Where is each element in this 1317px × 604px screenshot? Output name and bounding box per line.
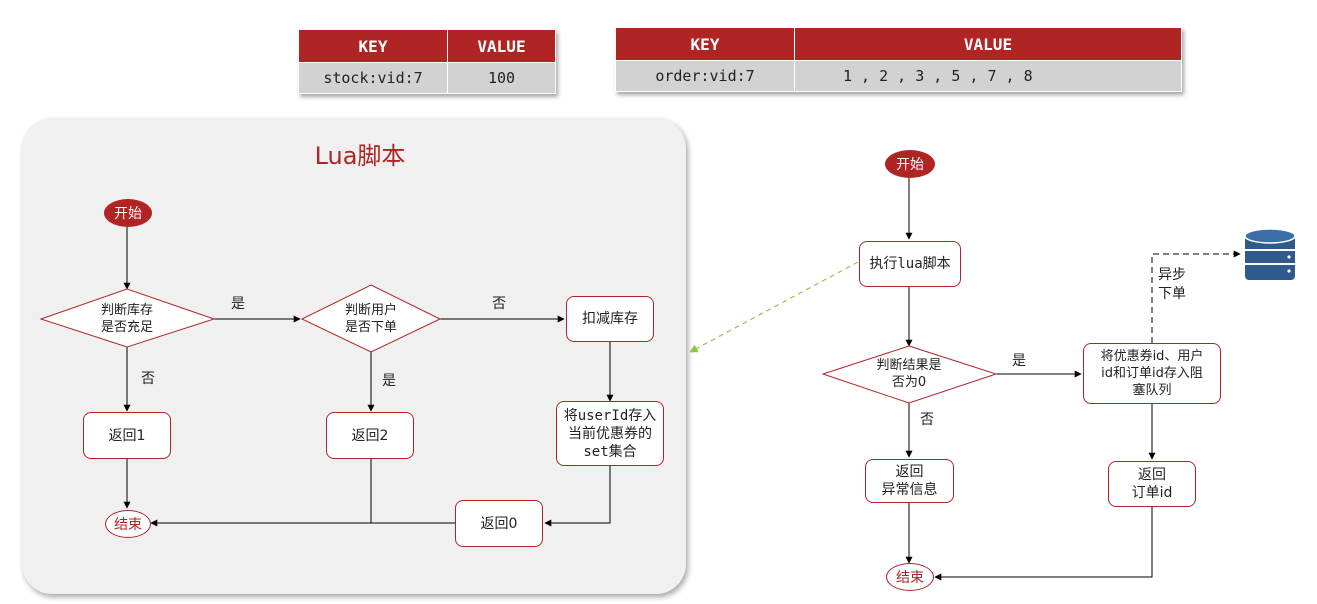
label-async-order: 异步下单 <box>1158 267 1186 302</box>
label-yes-user: 是 <box>382 373 396 389</box>
order-value-cell: 1 , 2 , 3 , 5 , 7 , 8 <box>794 60 1182 92</box>
order-table: KEY VALUE order:vid:7 1 , 2 , 3 , 5 , 7 … <box>615 27 1182 92</box>
flow-start-node: 开始 <box>885 150 935 178</box>
panel-title: Lua脚本 <box>314 142 406 170</box>
label-yes-result: 是 <box>1012 353 1026 369</box>
order-key-header: KEY <box>615 27 795 61</box>
lua-end-node: 结束 <box>105 510 151 538</box>
label-no-result: 否 <box>920 412 934 428</box>
order-key-cell: order:vid:7 <box>615 60 795 92</box>
edge-order-end <box>934 507 1153 581</box>
database-icon <box>1244 228 1296 280</box>
stock-key-header: KEY <box>298 29 448 63</box>
diamond-check-result <box>821 345 998 404</box>
flow-end-node: 结束 <box>886 563 934 591</box>
check-user-text: 判断用户是否下单 <box>344 303 397 335</box>
lua-start-node: 开始 <box>104 199 152 227</box>
order-value-header: VALUE <box>794 27 1182 61</box>
check-result-text: 判断结果是否为0 <box>876 358 942 390</box>
return-order-node: 返回订单id <box>1108 461 1196 507</box>
label-no-stock: 否 <box>141 371 155 387</box>
edge-exec-to-lua <box>689 261 859 353</box>
diamond-check-user <box>300 284 442 353</box>
diamond-check-stock <box>39 288 216 348</box>
edge-save-return0 <box>544 466 611 527</box>
return-error-node: 返回异常信息 <box>865 459 954 503</box>
label-no-user: 否 <box>492 296 506 312</box>
return0-node: 返回0 <box>455 500 543 547</box>
stock-table: KEY VALUE stock:vid:7 100 <box>298 29 556 94</box>
stock-value-header: VALUE <box>447 29 556 63</box>
stock-value-cell: 100 <box>447 62 556 94</box>
stock-key-cell: stock:vid:7 <box>298 62 448 94</box>
return2-node: 返回2 <box>326 412 414 459</box>
deduct-stock-node: 扣减库存 <box>566 296 654 342</box>
label-yes-stock: 是 <box>231 296 245 312</box>
exec-lua-node: 执行lua脚本 <box>859 241 961 287</box>
edge-return2-end <box>150 459 372 527</box>
return1-node: 返回1 <box>83 412 171 459</box>
check-stock-text: 判断库存是否充足 <box>100 303 153 335</box>
